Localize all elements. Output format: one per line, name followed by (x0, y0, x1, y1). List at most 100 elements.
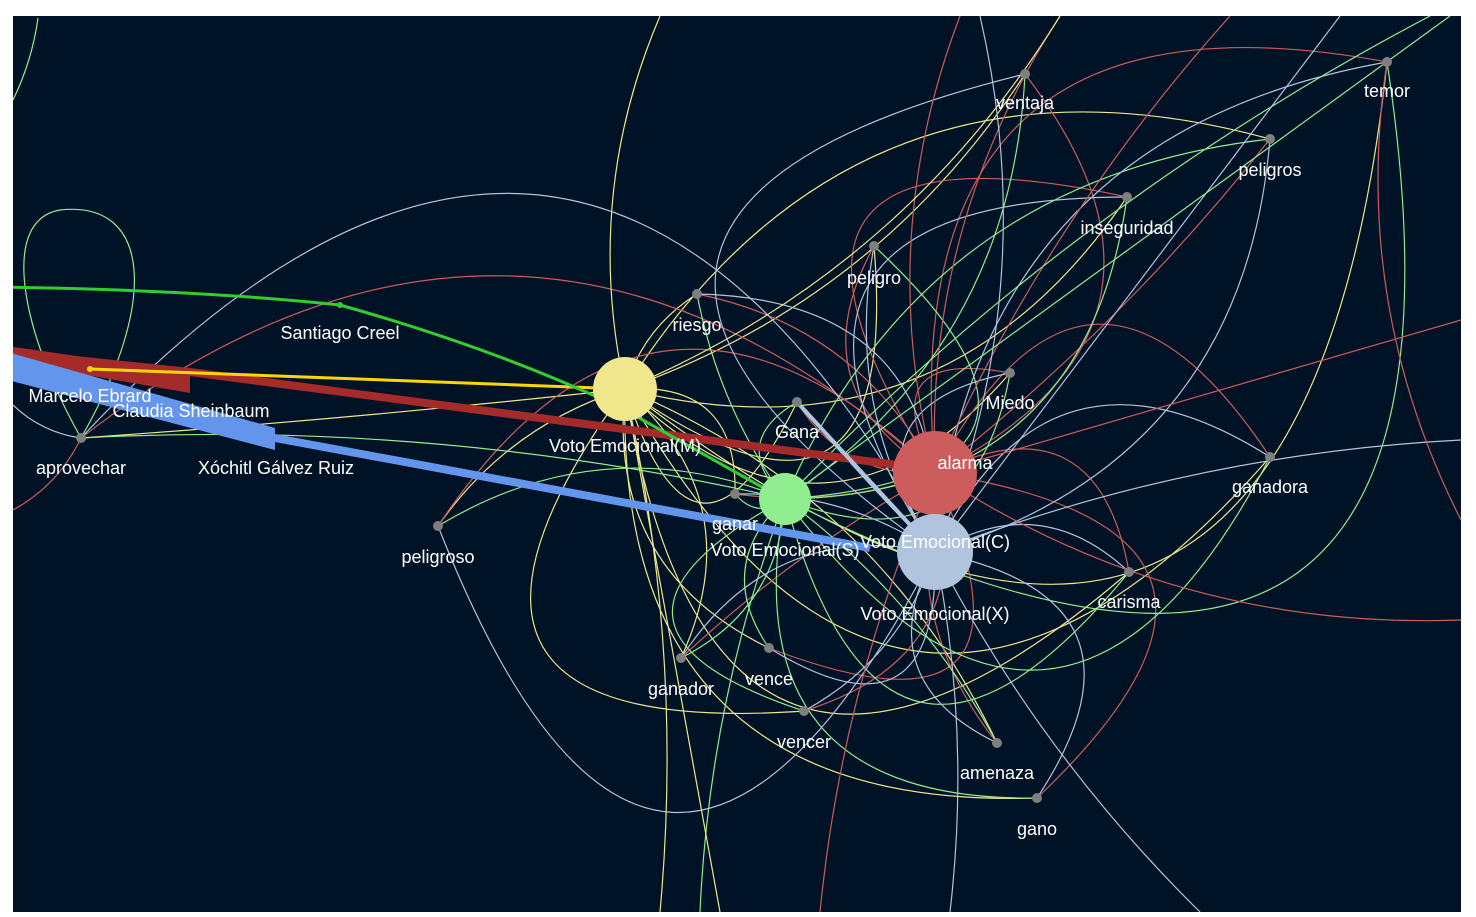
edge-x-term-8 (80, 192, 936, 553)
node-voto-emocional-s[interactable] (759, 473, 811, 525)
edge-outbound-4 (934, 472, 1461, 622)
edge-outbound-18 (13, 17, 39, 101)
edge-c-term-17 (934, 472, 1157, 799)
label-marcelo-ebrard: Marcelo Ebrard (28, 386, 151, 406)
edge-m-term-9 (624, 388, 1271, 654)
edge-s-term-1 (784, 61, 1406, 614)
label-ganar: ganar (712, 514, 758, 534)
node-temor[interactable] (1382, 57, 1392, 67)
node-aprovechar[interactable] (76, 433, 86, 443)
edge-c-term-2 (934, 138, 1271, 474)
node-voto-emocional-m[interactable] (593, 357, 657, 421)
edge-c-term-8 (80, 275, 936, 474)
edge-s-term-0 (784, 73, 1026, 500)
edge-s-term-3 (784, 196, 1128, 500)
edge-s-term-12 (784, 498, 1130, 705)
edge-x-term-14 (768, 551, 936, 685)
edge-c-term-0 (934, 73, 1105, 474)
label-peligro: peligro (847, 268, 901, 288)
edge-outbound-13 (699, 498, 786, 912)
network-graph[interactable]: ventaja temor peligros inseguridad pelig… (13, 16, 1461, 912)
edge-s-term-17 (775, 498, 1038, 799)
node-inseguridad[interactable] (1122, 192, 1132, 202)
label-peligroso: peligroso (401, 547, 474, 567)
node-marcelo-ebrard[interactable] (87, 366, 93, 372)
edge-loop-aprovechar (23, 208, 135, 439)
node-peligroso[interactable] (433, 521, 443, 531)
node-gana[interactable] (792, 397, 802, 407)
edge-m-term-15 (530, 388, 805, 715)
edge-outbound-11 (784, 16, 1431, 500)
edge-marcelo-votom (89, 367, 626, 391)
edge-outbound-8 (934, 551, 1201, 912)
edge-x-term-2 (934, 138, 1271, 553)
label-peligros: peligros (1238, 160, 1301, 180)
edge-outbound-16 (624, 388, 668, 912)
edge-s-term-5 (696, 293, 786, 500)
edge-m-term-0 (624, 73, 1026, 390)
label-riesgo: riesgo (672, 315, 721, 335)
label-aprovechar: aprovechar (36, 458, 126, 478)
label-ganadora: ganadora (1232, 477, 1309, 497)
edge-outbound-7 (934, 16, 1341, 553)
label-voto-emocional-c: Voto Emocional(C) (860, 532, 1010, 552)
edge-xochitl-thick (13, 353, 275, 450)
node-voto-emocional-x[interactable] (897, 514, 973, 590)
label-carisma: carisma (1097, 592, 1161, 612)
node-miedo[interactable] (1005, 368, 1015, 378)
label-voto-emocional-m: Voto Emocional(M) (549, 436, 701, 456)
node-santiago-creel[interactable] (337, 302, 343, 308)
label-santiago-creel: Santiago Creel (280, 323, 399, 343)
node-ganador[interactable] (676, 653, 686, 663)
edge-x-term-4 (865, 245, 936, 553)
node-ventaja[interactable] (1020, 69, 1030, 79)
hub-nodes (593, 357, 977, 590)
edge-m-term-3 (624, 196, 1128, 408)
label-voto-emocional-s: Voto Emocional(S) (710, 540, 859, 560)
node-peligro[interactable] (869, 241, 879, 251)
edge-x-term-11 (437, 525, 936, 813)
label-alarma: alarma (937, 453, 993, 473)
label-temor: temor (1364, 81, 1410, 101)
network-graph-canvas[interactable]: ventaja temor peligros inseguridad pelig… (13, 16, 1461, 912)
edge-outbound-2 (934, 319, 1461, 474)
edge-x-term-1 (934, 61, 1388, 553)
edge-outbound-19 (1377, 61, 1461, 521)
node-ganadora[interactable] (1265, 452, 1275, 462)
label-ganador: ganador (648, 679, 714, 699)
label-ventaja: ventaja (996, 93, 1055, 113)
node-gano[interactable] (1032, 793, 1042, 803)
edge-outbound-12 (784, 16, 1451, 500)
edge-s-term-8 (80, 433, 786, 500)
label-gana: Gana (775, 422, 820, 442)
node-riesgo[interactable] (692, 289, 702, 299)
edge-c-term-11 (437, 348, 936, 527)
edge-c-term-1 (930, 47, 1388, 474)
edge-x-term-13 (680, 545, 936, 659)
edge-m-term-8 (80, 388, 626, 439)
edge-outbound-10 (13, 404, 82, 439)
edge-outbound-15 (609, 16, 661, 390)
edge-s-term-11 (437, 467, 786, 527)
edge-outbound-17 (624, 388, 721, 912)
label-amenaza: amenaza (960, 763, 1035, 783)
node-ganar[interactable] (730, 489, 740, 499)
label-claudia-sheinbaum: Claudia Sheinbaum (112, 401, 269, 421)
edge-claudia-alarma (13, 349, 936, 474)
label-xochitl: Xóchitl Gálvez Ruiz (198, 458, 354, 478)
node-carisma[interactable] (1124, 567, 1134, 577)
edge-outbound-20 (13, 437, 82, 511)
edge-outbound-6 (934, 439, 1461, 553)
term-nodes (76, 57, 1392, 803)
edge-s-term-15 (671, 498, 805, 712)
edge-m-term-16 (624, 388, 998, 744)
node-vencer[interactable] (799, 706, 809, 716)
edge-outbound-5 (909, 16, 961, 474)
node-amenaza[interactable] (992, 738, 1002, 748)
node-alarma[interactable] (893, 431, 977, 515)
label-miedo: Miedo (985, 393, 1034, 413)
node-vence[interactable] (764, 643, 774, 653)
edge-c-term-3 (851, 177, 1128, 474)
node-peligros[interactable] (1265, 134, 1275, 144)
edge-outbound-14 (624, 16, 1061, 390)
